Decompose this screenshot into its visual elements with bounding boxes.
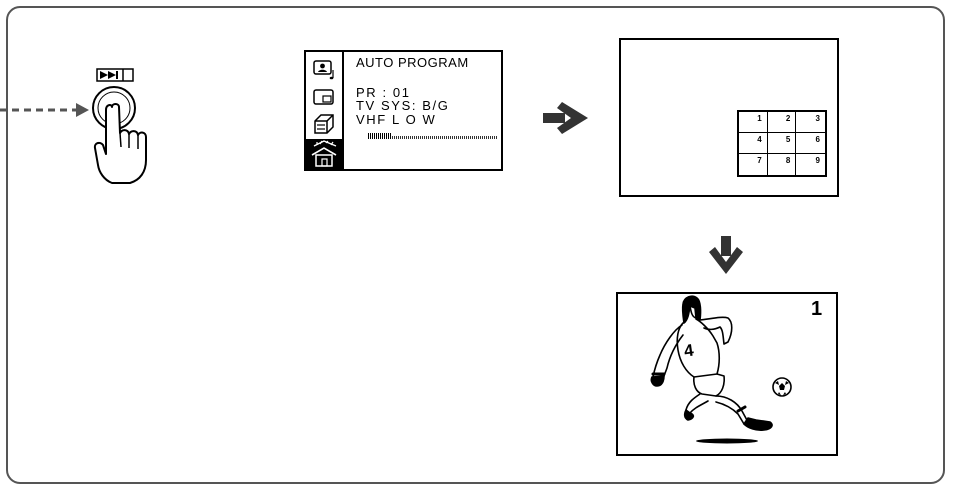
cell-number: 5 bbox=[785, 135, 791, 144]
tv-screen-index bbox=[619, 38, 839, 197]
osd-menu-sidebar bbox=[306, 52, 344, 169]
soccer-ball-icon bbox=[772, 377, 792, 397]
dashed-arrow bbox=[0, 103, 89, 117]
tv-screen-channel bbox=[616, 292, 838, 456]
osd-band-line: VHF L O W bbox=[356, 112, 437, 127]
fast-forward-icon bbox=[96, 68, 134, 82]
features-icon bbox=[309, 111, 339, 136]
index-cell: 5 bbox=[767, 133, 797, 154]
pressing-hand-icon bbox=[93, 103, 147, 184]
player-shadow bbox=[696, 438, 758, 444]
screen-icon bbox=[309, 85, 339, 110]
index-cell: 1 bbox=[739, 112, 768, 133]
channel-number: 1 bbox=[811, 298, 823, 320]
index-cell: 6 bbox=[796, 133, 825, 154]
soccer-player-kicking-ball bbox=[650, 295, 773, 431]
osd-title: AUTO PROGRAM bbox=[356, 55, 469, 70]
cell-number: 1 bbox=[757, 114, 762, 123]
index-cell: 4 bbox=[739, 133, 768, 154]
index-cell: 2 bbox=[767, 112, 797, 133]
osd-menu: AUTO PROGRAM PR : 01 TV SYS: B/G VHF L O… bbox=[304, 50, 503, 171]
osd-progress-bar bbox=[368, 133, 498, 139]
channel-index-grid: 1 2 3 4 5 6 7 8 9 bbox=[737, 110, 827, 177]
preset-house-icon bbox=[306, 139, 342, 169]
index-cell: 7 bbox=[739, 154, 768, 175]
index-cell: 9 bbox=[796, 154, 825, 175]
cell-number: 6 bbox=[815, 135, 820, 144]
cell-number: 2 bbox=[785, 114, 791, 123]
cell-number: 3 bbox=[815, 114, 820, 123]
osd-system-line: TV SYS: B/G bbox=[356, 98, 450, 113]
cell-number: 4 bbox=[757, 135, 762, 144]
index-cell: 8 bbox=[768, 154, 797, 175]
cell-number: 9 bbox=[815, 156, 820, 165]
down-arrow-icon bbox=[709, 236, 743, 274]
cell-number: 7 bbox=[757, 156, 762, 165]
index-cell: 3 bbox=[796, 112, 825, 133]
right-arrow-icon bbox=[543, 102, 588, 134]
picture-sound-icon bbox=[309, 57, 339, 82]
osd-program-line: PR : 01 bbox=[356, 85, 411, 100]
cell-number: 8 bbox=[785, 156, 791, 165]
